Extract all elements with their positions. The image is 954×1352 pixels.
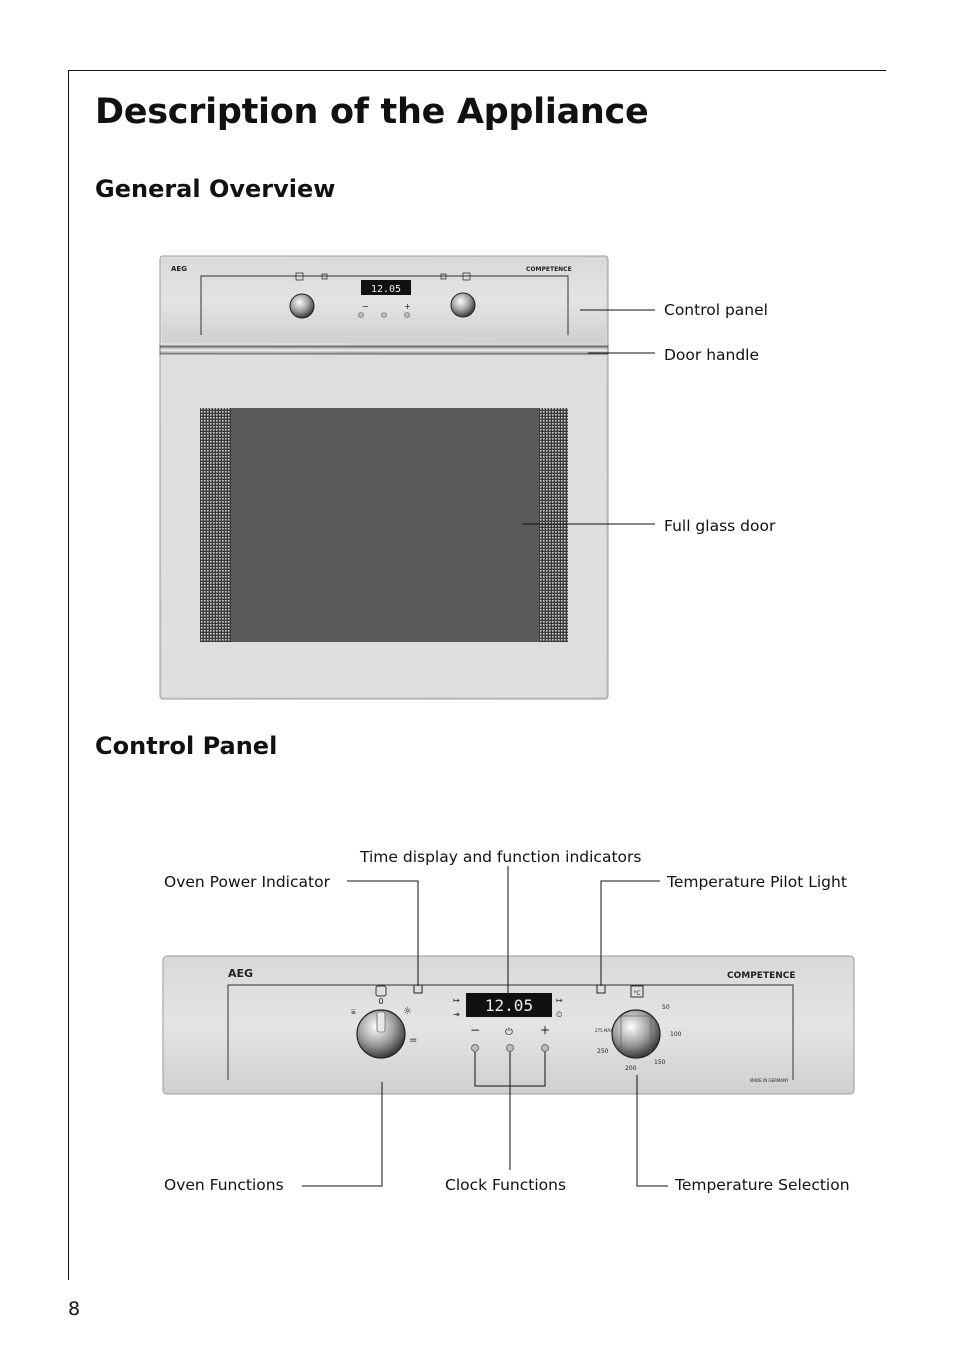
- fan-symbol: =: [409, 1035, 417, 1046]
- light-symbol: ☼: [403, 1006, 412, 1017]
- end-time-symbol: ⇥: [453, 1010, 460, 1019]
- overview-time-value: 12.05: [371, 284, 401, 295]
- overview-glass-window: [231, 408, 539, 642]
- overview-leader-lines: [522, 309, 655, 525]
- temp-mark-50: 50: [662, 1004, 670, 1011]
- temp-unit-label: °C: [633, 990, 640, 997]
- label-temperature-selection: Temperature Selection: [674, 1176, 850, 1194]
- clock-minus-button[interactable]: [471, 1044, 479, 1052]
- oven-knob-zero-mark: 0: [378, 997, 383, 1006]
- overview-time-display: [361, 280, 411, 295]
- oven-function-knob[interactable]: [356, 1009, 406, 1059]
- label-oven-functions: Oven Functions: [164, 1176, 284, 1194]
- page-title: Description of the Appliance: [95, 92, 649, 132]
- clock-minus-label: −: [470, 1023, 480, 1037]
- label-temperature-pilot-light: Temperature Pilot Light: [666, 873, 847, 891]
- overview-brand-logo: AEG: [171, 265, 187, 273]
- clock-select-symbol: ⏻: [505, 1027, 513, 1038]
- temp-mark-250: 250: [597, 1048, 609, 1055]
- label-full-glass-door: Full glass door: [664, 517, 776, 535]
- duration-symbol: ↦: [556, 996, 563, 1005]
- overview-minus-label: −: [362, 302, 369, 311]
- time-display-value: 12.05: [485, 996, 533, 1015]
- temp-mark-100: 100: [670, 1031, 682, 1038]
- oven-overview: AEG COMPETENCE 12.05 − +: [159, 255, 609, 700]
- control-panel-leader-lines: [302, 866, 668, 1187]
- label-time-display: Time display and function indicators: [359, 848, 641, 866]
- label-clock-functions: Clock Functions: [445, 1176, 566, 1194]
- timer-symbol: ⏲: [556, 1010, 562, 1019]
- clock-plus-button[interactable]: [541, 1044, 549, 1052]
- section-heading-control-panel: Control Panel: [95, 732, 278, 760]
- overview-control-panel: [162, 258, 606, 343]
- control-panel-detail: AEG COMPETENCE 0 ⩸ ☼ = 12.05 ↦ ⇥ ↦ ⏲ − ⏻…: [162, 955, 855, 1095]
- clock-plus-label: +: [540, 1023, 550, 1037]
- top-rule: [68, 70, 886, 71]
- overview-model-label: COMPETENCE: [526, 266, 572, 273]
- page-number: 8: [68, 1298, 81, 1320]
- section-heading-overview: General Overview: [95, 175, 336, 203]
- label-door-handle: Door handle: [664, 346, 759, 364]
- temperature-knob[interactable]: [611, 1009, 661, 1059]
- temp-mark-200: 200: [625, 1065, 637, 1072]
- overview-plus-label: +: [404, 302, 411, 311]
- temp-mark-max: 275 MAX: [595, 1028, 613, 1033]
- panel-model-label: COMPETENCE: [727, 971, 796, 981]
- made-in-label: MADE IN GERMANY: [750, 1078, 789, 1083]
- cook-time-symbol: ↦: [453, 996, 460, 1005]
- label-control-panel: Control panel: [664, 301, 768, 319]
- clock-select-button[interactable]: [506, 1044, 514, 1052]
- time-display: [466, 993, 552, 1017]
- label-oven-power-indicator: Oven Power Indicator: [164, 873, 331, 891]
- temp-mark-150: 150: [654, 1059, 666, 1066]
- left-rule: [68, 70, 69, 1280]
- overview-door-handle: [159, 345, 609, 355]
- overview-temperature-knob: [450, 292, 476, 318]
- panel-brand-logo: AEG: [228, 967, 253, 980]
- grill-symbol: ⩸: [351, 1007, 356, 1016]
- overview-oven-function-knob: [289, 293, 315, 319]
